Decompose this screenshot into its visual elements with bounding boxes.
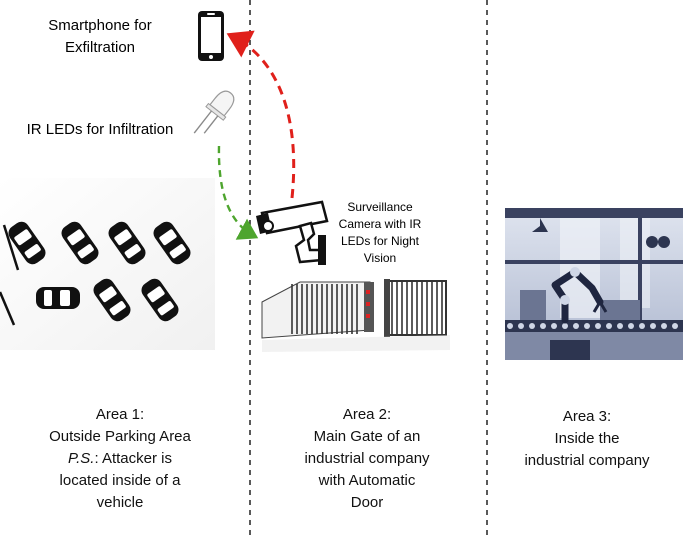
area-1-ps-prefix: P.S. bbox=[68, 450, 95, 467]
camera-label-line1: Surveillance bbox=[347, 200, 413, 214]
area-2-line3: industrial company bbox=[304, 450, 430, 467]
parking-stripe bbox=[0, 291, 16, 326]
surveillance-camera-icon bbox=[256, 200, 329, 265]
conveyor-roller bbox=[584, 323, 590, 329]
area-2-line2: Main Gate of an bbox=[313, 428, 421, 445]
area-2-caption: Area 2: Main Gate of an industrial compa… bbox=[257, 404, 477, 514]
conveyor-roller bbox=[551, 323, 557, 329]
camera-label-line2: Camera with IR bbox=[339, 217, 422, 231]
conveyor-roller bbox=[628, 323, 634, 329]
car-icon bbox=[108, 221, 146, 265]
parking-area-illustration bbox=[0, 178, 215, 350]
car-icon bbox=[36, 287, 80, 309]
area-1-caption: Area 1: Outside Parking Area P.S.: Attac… bbox=[10, 404, 230, 514]
area-2-line4: with Automatic bbox=[318, 472, 416, 489]
conveyor-roller bbox=[650, 323, 656, 329]
conveyor-roller bbox=[529, 323, 535, 329]
area-3-caption: Area 3: Inside the industrial company bbox=[497, 406, 677, 472]
area-3-line3: industrial company bbox=[524, 452, 650, 469]
conveyor-roller bbox=[573, 323, 579, 329]
area-1-title: Area 1: bbox=[95, 406, 145, 423]
smartphone-label-line1: Smartphone for bbox=[48, 17, 151, 34]
conveyor-roller bbox=[507, 323, 513, 329]
automatic-gate-illustration bbox=[261, 279, 450, 352]
area-2-title: Area 2: bbox=[342, 406, 392, 423]
area-1-note-line2: located inside of a bbox=[59, 472, 181, 489]
parking-stripe bbox=[2, 224, 20, 271]
factory-scene-illustration bbox=[505, 208, 683, 360]
conveyor-roller bbox=[518, 323, 524, 329]
area-1-note: P.S.: Attacker is bbox=[10, 448, 230, 470]
exfiltration-arrow bbox=[226, 30, 296, 199]
conveyor-roller bbox=[639, 323, 645, 329]
smartphone-icon bbox=[198, 11, 224, 61]
area-1-name: Outside Parking Area bbox=[49, 428, 191, 445]
area-3-title: Area 3: bbox=[562, 408, 612, 425]
car-icon bbox=[61, 221, 99, 265]
car-icon bbox=[93, 278, 131, 322]
conveyor-roller bbox=[661, 323, 667, 329]
conveyor-roller bbox=[540, 323, 546, 329]
smartphone-label-line2: Exfiltration bbox=[65, 39, 135, 56]
area-1-note-line3: vehicle bbox=[96, 494, 144, 511]
area-3-line2: Inside the bbox=[554, 430, 620, 447]
camera-label-line3: LEDs for Night bbox=[341, 234, 420, 248]
car-icon bbox=[141, 278, 179, 322]
conveyor-roller bbox=[617, 323, 623, 329]
conveyor-roller bbox=[595, 323, 601, 329]
ir-led-icon bbox=[193, 90, 235, 134]
conveyor-roller bbox=[562, 323, 568, 329]
infiltration-arrow bbox=[217, 145, 259, 240]
area-1-ps-rest: : Attacker is bbox=[94, 450, 172, 467]
ir-leds-label: IR LEDs for Infiltration bbox=[27, 121, 174, 138]
conveyor-roller bbox=[606, 323, 612, 329]
conveyor-roller bbox=[672, 323, 678, 329]
area-2-line5: Door bbox=[350, 494, 384, 511]
camera-label-line4: Vision bbox=[364, 251, 396, 265]
car-icon bbox=[8, 221, 46, 265]
car-icon bbox=[153, 221, 191, 265]
